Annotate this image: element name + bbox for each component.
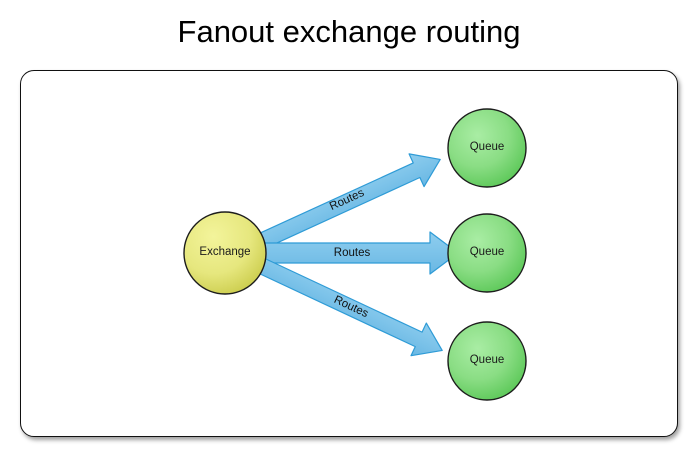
diagram-frame	[20, 70, 678, 437]
page-title: Fanout exchange routing	[177, 14, 521, 49]
